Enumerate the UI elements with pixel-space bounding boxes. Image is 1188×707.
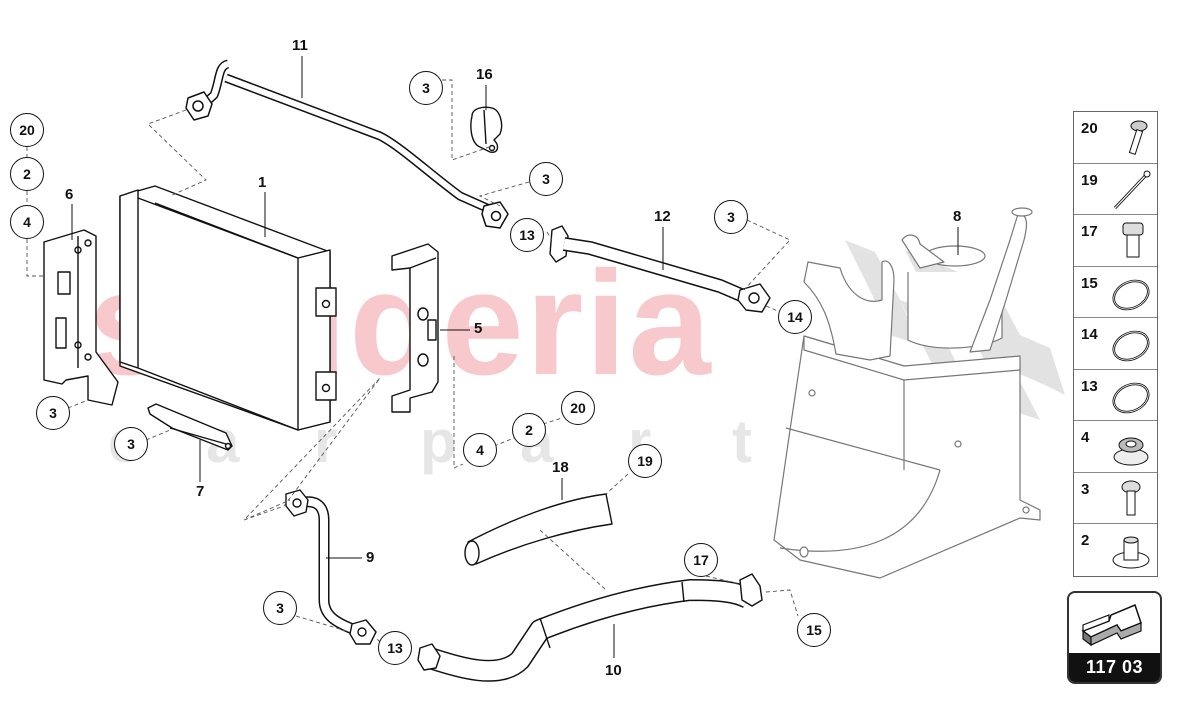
- small-parts-legend: 20 19 17 15: [1073, 111, 1158, 577]
- part-label-8: 8: [953, 208, 962, 225]
- legend-item-17[interactable]: 17: [1074, 215, 1157, 267]
- arrow-next-page-icon: [1081, 603, 1142, 647]
- callout-4[interactable]: 4: [10, 205, 44, 239]
- torx-screw-icon: [1121, 480, 1141, 515]
- part-label-11: 11: [292, 37, 308, 54]
- callout-3[interactable]: 3: [529, 162, 563, 196]
- part-label-12: 12: [654, 208, 671, 225]
- part-label-16: 16: [476, 66, 493, 83]
- bracket-bottom: [147, 403, 233, 451]
- callout-3[interactable]: 3: [263, 591, 297, 625]
- rubber-grommet-icon: [1113, 437, 1149, 466]
- callout-20[interactable]: 20: [561, 391, 595, 425]
- part-label-5: 5: [474, 320, 483, 337]
- next-page-button[interactable]: 117 03: [1067, 591, 1162, 684]
- hose-clamp-bolt-icon: [1122, 222, 1144, 258]
- part-label-6: 6: [65, 186, 74, 203]
- legend-item-3[interactable]: 3: [1074, 473, 1157, 524]
- legend-item-19[interactable]: 19: [1074, 164, 1157, 215]
- expansion-tank: [773, 207, 1041, 579]
- legend-item-14[interactable]: 14: [1074, 318, 1157, 370]
- o-ring-icon: [1112, 382, 1150, 413]
- part-label-18: 18: [552, 459, 569, 476]
- part-label-9: 9: [366, 549, 375, 566]
- legend-item-4[interactable]: 4: [1074, 421, 1157, 473]
- bracket-center: [391, 243, 439, 413]
- callout-13[interactable]: 13: [378, 631, 412, 665]
- flange-bolt-icon: [1128, 120, 1148, 155]
- o-ring-icon: [1112, 330, 1150, 362]
- hose-short: [464, 493, 613, 566]
- callout-3[interactable]: 3: [36, 396, 70, 430]
- callout-2[interactable]: 2: [512, 413, 546, 447]
- dashed-lines: [26, 79, 799, 643]
- spacer-bushing-icon: [1112, 536, 1150, 569]
- part-label-1: 1: [258, 174, 267, 191]
- callout-3[interactable]: 3: [409, 71, 443, 105]
- callout-17[interactable]: 17: [684, 543, 718, 577]
- callout-20[interactable]: 20: [10, 113, 44, 147]
- hose-upper-right: [549, 225, 771, 313]
- callout-14[interactable]: 14: [778, 300, 812, 334]
- cable-tie-icon: [1113, 170, 1151, 209]
- legend-item-15[interactable]: 15: [1074, 267, 1157, 318]
- callout-2[interactable]: 2: [10, 157, 44, 191]
- bracket-left: [43, 229, 119, 406]
- page-code: 117 03: [1069, 653, 1160, 682]
- legend-item-13[interactable]: 13: [1074, 370, 1157, 421]
- callout-19[interactable]: 19: [628, 444, 662, 478]
- leader-lines: [71, 56, 959, 658]
- hose-lower: [417, 573, 763, 682]
- part-label-10: 10: [605, 662, 622, 679]
- part-label-7: 7: [196, 483, 205, 500]
- callout-3[interactable]: 3: [714, 200, 748, 234]
- pipe-lower-left: [285, 489, 377, 645]
- pipe-clip: [470, 106, 503, 154]
- o-ring-icon: [1112, 279, 1150, 310]
- callout-3[interactable]: 3: [114, 427, 148, 461]
- pipe-upper: [185, 59, 509, 229]
- callout-13[interactable]: 13: [510, 218, 544, 252]
- legend-item-2[interactable]: 2: [1074, 524, 1157, 576]
- callout-15[interactable]: 15: [797, 613, 831, 647]
- callout-4[interactable]: 4: [463, 433, 497, 467]
- legend-item-20[interactable]: 20: [1074, 112, 1157, 164]
- oil-cooler-radiator: [119, 185, 337, 431]
